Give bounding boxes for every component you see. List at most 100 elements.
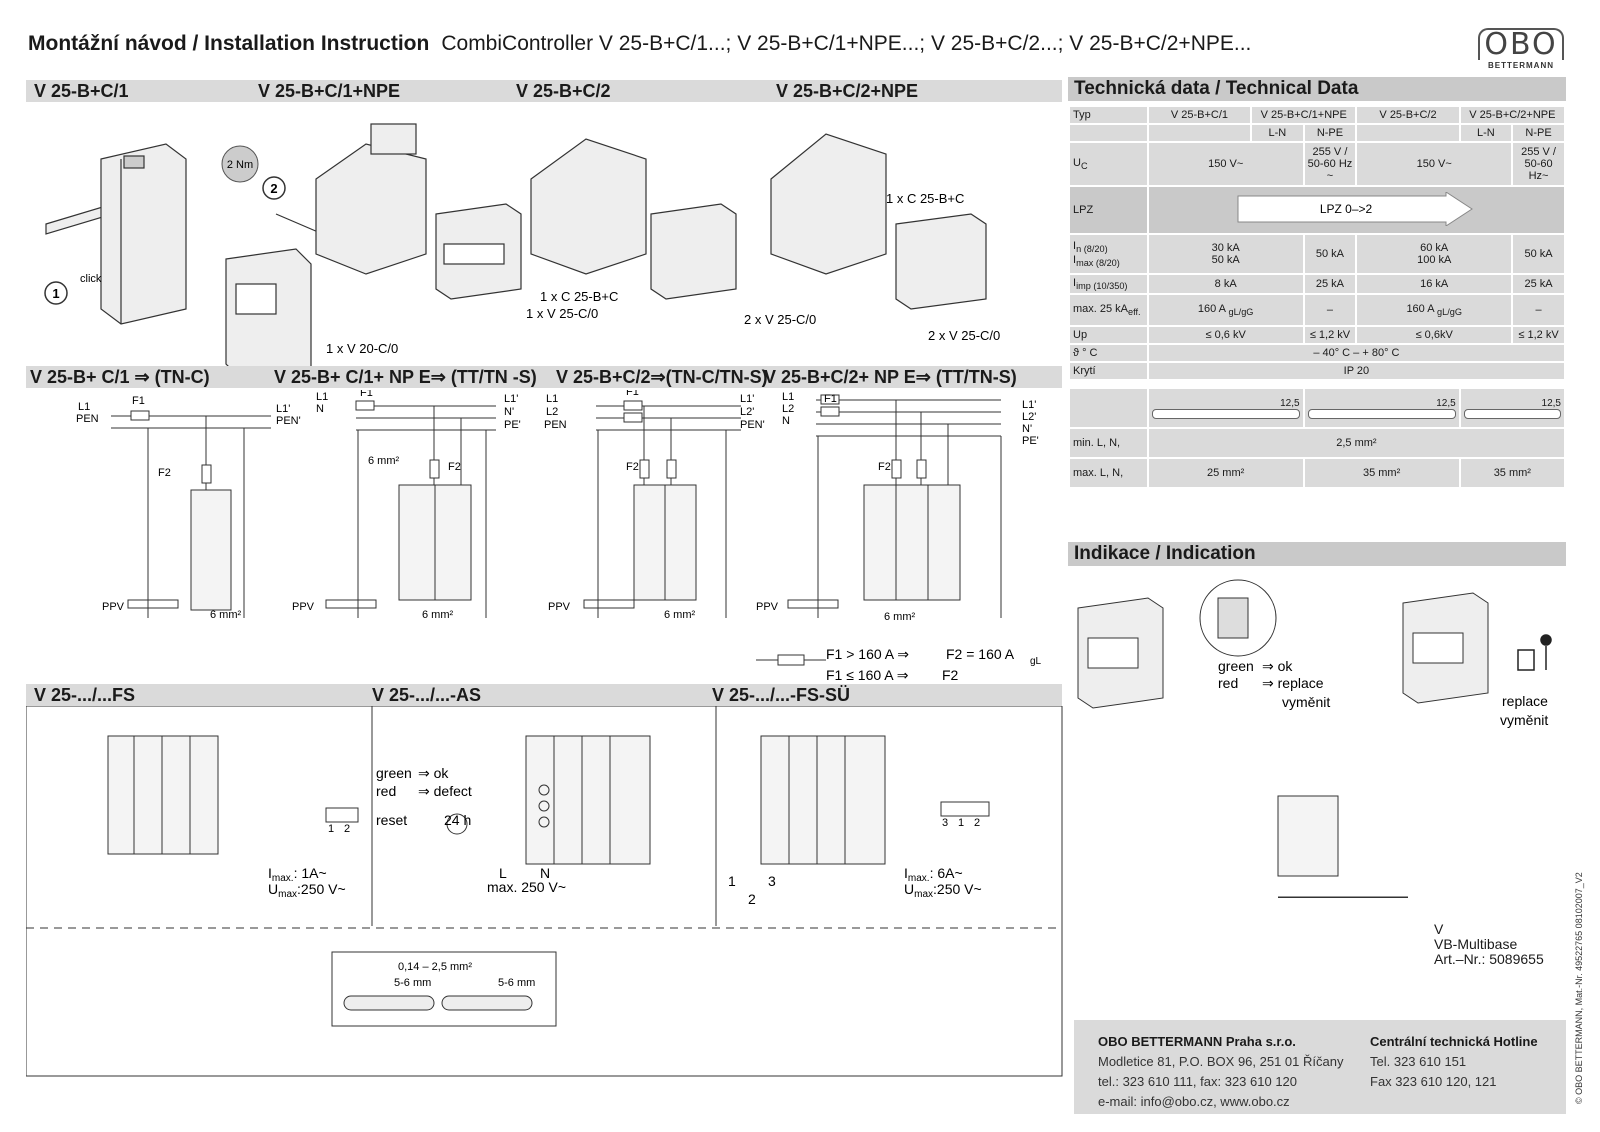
wiring-label-4: V 25-B+C/2+ NP E⇒ (TT/TN-S) bbox=[764, 367, 1017, 387]
d3-l2p: L2' bbox=[740, 406, 754, 418]
tech-uc-3: 150 V~ bbox=[1357, 143, 1512, 185]
d4-l2: L2 bbox=[782, 403, 794, 415]
fssu-terminal-3: 3 bbox=[942, 817, 948, 829]
d4-np: N' bbox=[1022, 423, 1032, 435]
tech-iimp-1: 8 kA bbox=[1148, 275, 1303, 294]
d2-pep: PE' bbox=[504, 419, 521, 431]
footer bbox=[1074, 1020, 1566, 1114]
tech-uc-2: 255 V / 50-60 Hz ~ bbox=[1304, 143, 1356, 185]
d1-ppv: PPV bbox=[102, 601, 125, 613]
d1-f1: F1 bbox=[132, 395, 145, 407]
fssu-umax: U bbox=[904, 881, 914, 897]
d4-ppv: PPV bbox=[756, 601, 779, 613]
label-v25-a: 1 x V 25-C/0 bbox=[526, 306, 598, 321]
tech-col-3: V 25-B+C/2 bbox=[1357, 107, 1459, 123]
tech-title: Technická data / Technical Data bbox=[1068, 77, 1566, 101]
tech-uc-4: 255 V / 50-60 Hz~ bbox=[1513, 143, 1564, 185]
fssu-n2: 2 bbox=[748, 891, 756, 907]
fssu-imax: I bbox=[904, 865, 908, 881]
ind-green-to: ⇒ ok bbox=[1262, 658, 1293, 674]
d2-wire: 6 mm² bbox=[422, 609, 454, 621]
d4-l2p: L2' bbox=[1022, 411, 1036, 423]
page-header: Montážní návod / Installation Instructio… bbox=[28, 32, 1468, 62]
base-3 bbox=[530, 138, 647, 275]
tech-min-val: 2,5 mm² bbox=[1148, 429, 1564, 458]
d2-l1p: L1' bbox=[504, 393, 518, 405]
fuse-rule-2a: F1 ≤ 160 A ⇒ bbox=[826, 667, 909, 682]
tech-up-1: ≤ 0,6 kV bbox=[1148, 327, 1303, 344]
side-note: © OBO BETTERMANN, Mat.-Nr. 49522765 0810… bbox=[1574, 872, 1584, 1104]
hotline-title: Centrální technická Hotline bbox=[1370, 1034, 1538, 1049]
tech-up-label: Up bbox=[1070, 327, 1147, 344]
fssu-imax-sub: max. bbox=[908, 873, 930, 884]
lpz-arrow-icon: LPZ 0–>2 bbox=[1237, 190, 1474, 227]
footer-phone: tel.: 323 610 111, fax: 323 610 120 bbox=[1098, 1074, 1298, 1089]
hotline-tel: Tel. 323 610 151 bbox=[1370, 1054, 1467, 1069]
label-v20: 1 x V 20-C/0 bbox=[326, 341, 398, 356]
options-area: 1 2 Imax.: 1A~ Umax:250 V~ green ⇒ ok re… bbox=[26, 706, 1063, 1077]
d2-f1: F1 bbox=[360, 390, 373, 399]
fs-imax-val: : 1A~ bbox=[294, 865, 327, 881]
base-1 bbox=[100, 143, 187, 325]
model-label-1: V 25-B+C/1 bbox=[34, 81, 129, 101]
fs-imax: I bbox=[268, 865, 272, 881]
tech-iimp-4: 25 kA bbox=[1513, 275, 1564, 294]
footer-company: OBO BETTERMANN Praha s.r.o. bbox=[1098, 1034, 1296, 1049]
d3-ppv: PPV bbox=[548, 601, 571, 613]
as-N: N bbox=[540, 865, 550, 881]
strip-area: 0,14 – 2,5 mm² bbox=[398, 961, 472, 973]
step-2-badge bbox=[262, 176, 286, 200]
as-red-to: ⇒ defect bbox=[418, 783, 472, 799]
d4-pep: PE' bbox=[1022, 435, 1039, 447]
tech-sub-3: L-N bbox=[1460, 125, 1512, 141]
tech-max-3: 160 A gL/gG bbox=[1357, 295, 1512, 326]
svg-text:LPZ 0–>2: LPZ 0–>2 bbox=[1320, 202, 1373, 216]
page-subtitle: CombiController V 25-B+C/1...; V 25-B+C/… bbox=[441, 32, 1252, 55]
tech-uc-1: 150 V~ bbox=[1148, 143, 1303, 185]
fuse-rule-1b: F2 = 160 A bbox=[946, 646, 1015, 662]
tech-in-4: 50 kA bbox=[1513, 235, 1564, 273]
d2-f2: F2 bbox=[448, 461, 461, 473]
logo-brand: OBO bbox=[1478, 28, 1564, 60]
label-v25-b: 2 x V 25-C/0 bbox=[744, 312, 816, 327]
tech-typ: Typ bbox=[1070, 107, 1147, 123]
tech-max-2: – bbox=[1304, 295, 1356, 326]
footer-address: Modletice 81, P.O. BOX 96, 251 01 Říčany bbox=[1098, 1054, 1344, 1069]
svg-text:Imax.: 6A~: Imax.: 6A~ bbox=[904, 865, 963, 884]
wiring-label-1: V 25-B+ C/1 ⇒ (TN-C) bbox=[30, 367, 210, 387]
ind-vymenit2: vyměnit bbox=[1500, 712, 1548, 728]
label-v25-c: 2 x V 25-C/0 bbox=[928, 328, 1000, 343]
step-2-label: 2 bbox=[270, 181, 277, 196]
module-4 bbox=[895, 213, 987, 310]
footer-company-block: OBO BETTERMANN Praha s.r.o. Modletice 81… bbox=[1098, 1032, 1343, 1112]
models-bar: V 25-B+C/1 V 25-B+C/1+NPE V 25-B+C/2 V 2… bbox=[26, 80, 1062, 102]
tech-in-label: In (8/20)Imax (8/20) bbox=[1070, 235, 1147, 273]
fs-imax-sub: max. bbox=[272, 873, 294, 884]
strip-len2: 5-6 mm bbox=[498, 977, 535, 989]
ind-vymenit: vyměnit bbox=[1282, 694, 1330, 710]
fs-umax-sub: max bbox=[278, 889, 297, 900]
d2-l1: L1 bbox=[316, 391, 328, 403]
svg-text:Imax.: 1A~: Imax.: 1A~ bbox=[268, 865, 327, 884]
multibase-info: V VB-Multibase Art.–Nr.: 5089655 bbox=[1434, 922, 1544, 967]
footer-hotline-block: Centrální technická Hotline Tel. 323 610… bbox=[1370, 1032, 1538, 1092]
option-label-fs: V 25-.../...FS bbox=[34, 685, 136, 705]
footer-email[interactable]: e-mail: info@obo.cz, www.obo.cz bbox=[1098, 1094, 1290, 1109]
d1-l1p: L1' bbox=[276, 403, 290, 415]
tech-iimp-2: 25 kA bbox=[1304, 275, 1356, 294]
installation-illustration: 2 Nm 2 1 click 1 x V 20-C/0 1 x C 25-B+C… bbox=[44, 123, 1000, 366]
tech-kryti-label: Krytí bbox=[1070, 363, 1147, 380]
d4-n: N bbox=[782, 415, 790, 427]
multibase-art: Art.–Nr.: 5089655 bbox=[1434, 951, 1544, 967]
multibase-name: VB-Multibase bbox=[1434, 936, 1518, 952]
torque-label: 2 Nm bbox=[227, 159, 253, 171]
option-label-as: V 25-.../...-AS bbox=[372, 685, 482, 705]
fssu-imax-val: : 6A~ bbox=[930, 865, 963, 881]
obo-logo: OBO BETTERMANN bbox=[1478, 28, 1564, 74]
svg-text:Umax:250 V~: Umax:250 V~ bbox=[904, 881, 982, 900]
step-1-label: 1 bbox=[52, 286, 59, 301]
indication-title: Indikace / Indication bbox=[1068, 542, 1566, 566]
fs-umax: U bbox=[268, 881, 278, 897]
step-1-badge bbox=[44, 281, 68, 305]
